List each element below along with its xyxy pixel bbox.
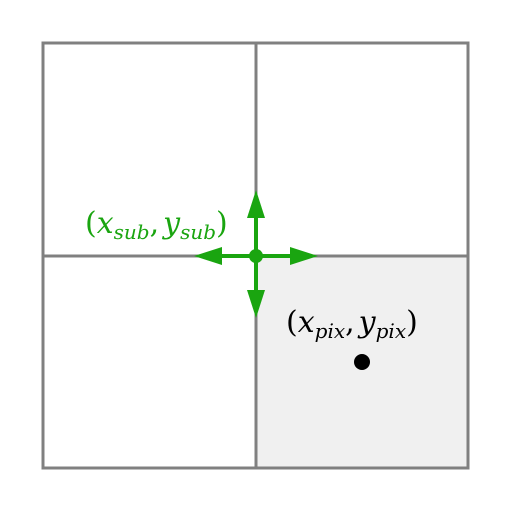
pixel-label-y: y: [357, 305, 377, 340]
arrow-down-icon: [247, 290, 265, 318]
subpixel-arrows: [194, 190, 318, 318]
subpixel-label-open: (: [85, 206, 97, 241]
pixel-label: (xpix,ypix): [286, 305, 418, 343]
subpixel-label-y-sub: sub: [180, 220, 216, 244]
pixel-label-x-sub: pix: [315, 319, 345, 343]
subpixel-label-y: y: [161, 206, 181, 241]
pixel-label-close: ): [406, 305, 418, 340]
subpixel-label-close: ): [216, 206, 228, 241]
subpixel-label: (xsub,ysub): [85, 206, 228, 244]
pixel-label-x: x: [298, 305, 315, 340]
arrow-left-icon: [194, 247, 222, 265]
subpixel-label-x-sub: sub: [114, 220, 150, 244]
pixel-label-comma: ,: [345, 305, 355, 340]
pixel-center-point: [354, 354, 370, 370]
subpixel-label-x: x: [97, 206, 114, 241]
subpixel-label-comma: ,: [150, 206, 160, 241]
arrow-right-icon: [290, 247, 318, 265]
pixel-label-y-sub: pix: [376, 319, 406, 343]
subpixel-point: [249, 249, 263, 263]
pixel-label-open: (: [286, 305, 298, 340]
arrow-up-icon: [247, 190, 265, 218]
